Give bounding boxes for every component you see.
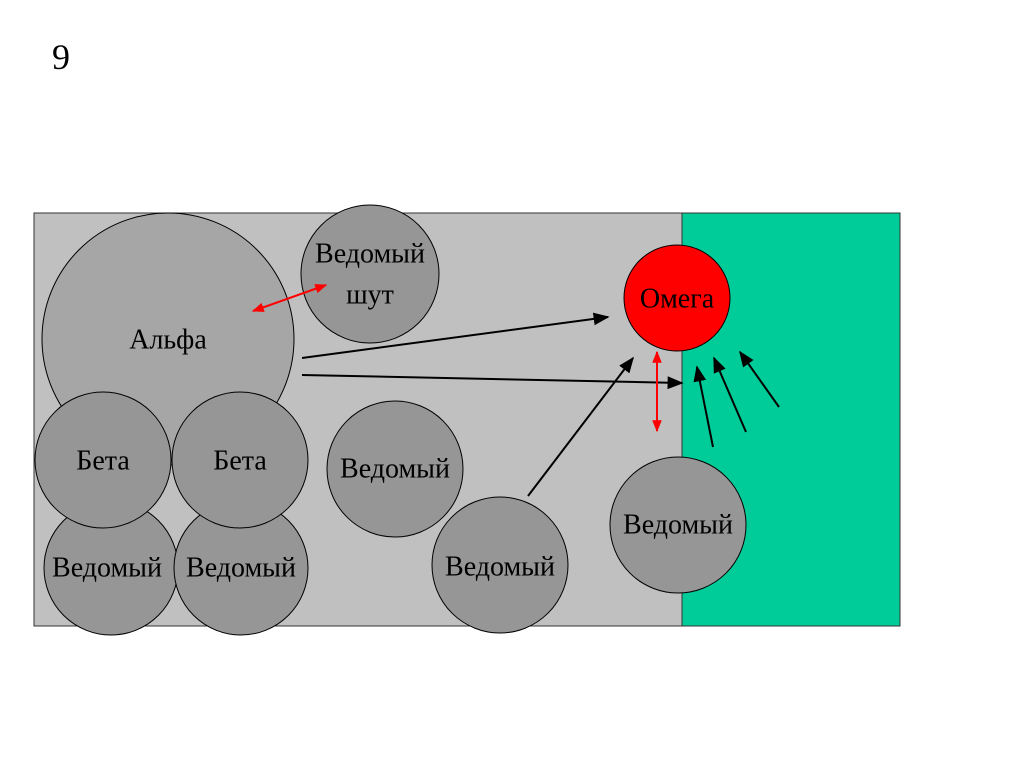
follower-node: Ведомый (173, 500, 309, 636)
beta-node: Бета (171, 391, 309, 529)
jester-label-line1: Ведомый (315, 238, 425, 269)
follower-node: Ведомый (431, 496, 569, 634)
omega-label: Омега (640, 283, 715, 314)
slide-number: 9 (52, 37, 70, 77)
jester-label-line2: шут (346, 279, 394, 310)
follower-node: Ведомый (43, 500, 179, 636)
alpha-label: Альфа (129, 324, 207, 355)
arrow (713, 356, 747, 433)
svg-text:Ведомый: Ведомый (623, 509, 733, 540)
arrow (739, 350, 780, 408)
arrow (527, 356, 634, 497)
conflict-arrow (251, 284, 328, 312)
svg-text:Ведомый: Ведомый (445, 551, 555, 582)
svg-text:Ведомый: Ведомый (52, 552, 162, 583)
omega-node: Омега (623, 244, 731, 352)
arrow (301, 374, 684, 390)
svg-text:Ведомый: Ведомый (186, 552, 296, 583)
svg-text:Ведомый: Ведомый (340, 453, 450, 484)
arrow (301, 312, 610, 359)
follower-node: Ведомый (326, 400, 464, 538)
follower-node: Ведомый (609, 456, 747, 594)
beta-node: Бета (34, 391, 172, 529)
svg-text:Бета: Бета (76, 445, 130, 476)
svg-text:Бета: Бета (213, 445, 267, 476)
arrows (251, 284, 780, 497)
arrow (693, 365, 714, 448)
jester-node: Ведомый шут (300, 204, 440, 344)
